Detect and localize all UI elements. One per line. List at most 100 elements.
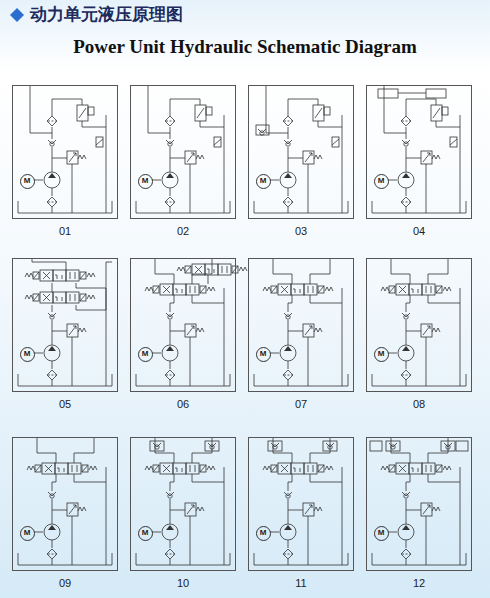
valve-box <box>186 284 199 295</box>
motor-label: M <box>378 529 385 537</box>
hydraulic-line <box>308 465 309 472</box>
valve-box <box>40 270 53 281</box>
hydraulic-line <box>271 443 279 447</box>
hydraulic-line <box>153 286 159 293</box>
motor-circle: M <box>374 174 389 189</box>
bullet-diamond <box>10 8 24 22</box>
hydraulic-line <box>431 286 432 293</box>
panel-number: 01 <box>13 225 117 237</box>
hydraulic-line <box>288 99 318 116</box>
panel-schematic <box>370 437 468 565</box>
hydraulic-line <box>197 108 204 118</box>
hydraulic-line <box>52 474 56 491</box>
schematic-panel: 04M <box>366 85 472 219</box>
hydraulic-line <box>52 540 53 548</box>
hydraulic-line <box>381 466 389 470</box>
valve-box <box>53 270 66 281</box>
hydraulic-line <box>55 275 57 279</box>
hydraulic-line <box>254 201 348 213</box>
hydraulic-line <box>43 294 50 301</box>
valve-box <box>291 284 304 295</box>
motor-circle: M <box>138 347 153 362</box>
hydraulic-line <box>33 272 39 279</box>
hydraulic-line <box>284 140 292 144</box>
schematic-panel: 10M <box>130 437 236 571</box>
schematic-panel: 06M <box>130 258 236 392</box>
panel-schematic <box>18 437 112 565</box>
motor-circle: M <box>374 347 389 362</box>
pump <box>398 345 414 361</box>
hydraulic-line <box>281 465 288 472</box>
hydraulic-line <box>166 121 174 122</box>
hydraulic-line <box>432 328 440 332</box>
panel-schematic <box>18 85 112 213</box>
gauge <box>332 137 339 147</box>
hydraulic-line <box>283 549 293 559</box>
valve-box <box>66 270 79 281</box>
hydraulic-line <box>165 116 175 126</box>
hydraulic-line <box>283 116 293 126</box>
hydraulic-line <box>288 147 289 172</box>
hydraulic-line <box>52 380 53 386</box>
solenoid <box>185 266 191 273</box>
hydraulic-line <box>288 559 289 565</box>
subtitle: Power Unit Hydraulic Schematic Diagram <box>0 36 490 58</box>
pump <box>280 345 296 361</box>
pump-arrow <box>166 525 174 530</box>
hydraulic-line <box>43 294 50 301</box>
hydraulic-line <box>288 188 289 196</box>
hydraulic-line <box>406 188 407 196</box>
solenoid <box>153 286 159 293</box>
solenoid <box>389 286 395 293</box>
panel-number: 06 <box>131 398 235 410</box>
hydraulic-line <box>309 153 312 156</box>
hydraulic-line <box>443 287 451 291</box>
hydraulic-line <box>45 465 52 472</box>
hydraulic-line <box>166 202 174 203</box>
hydraulic-line <box>69 326 76 335</box>
hydraulic-line <box>34 180 43 181</box>
hydraulic-line <box>326 443 334 447</box>
hydraulic-line <box>153 465 159 472</box>
hydraulic-line <box>332 139 339 145</box>
hydraulic-line <box>313 286 314 293</box>
hydraulic-line <box>426 286 427 293</box>
solenoid <box>82 465 88 472</box>
relief-valve <box>303 324 314 337</box>
pump-arrow <box>166 173 174 178</box>
hydraulic-line <box>293 468 295 472</box>
relief-valve <box>67 151 78 164</box>
hydraulic-line <box>402 492 410 496</box>
valve-box <box>77 105 88 121</box>
hydraulic-line <box>170 158 185 159</box>
valve-box <box>160 284 173 295</box>
hydraulic-line <box>96 139 103 145</box>
hydraulic-line <box>208 443 216 447</box>
hydraulic-line <box>190 337 191 386</box>
hydraulic-line <box>402 313 410 317</box>
solenoid <box>389 465 395 472</box>
motor-label: M <box>24 177 31 185</box>
solenoid <box>324 107 330 115</box>
hydraulic-line <box>195 286 196 293</box>
hydraulic-line <box>35 465 41 472</box>
hydraulic-line <box>69 505 76 514</box>
hydraulic-line <box>402 554 410 555</box>
hydraulic-line <box>427 326 430 329</box>
hydraulic-line <box>381 287 389 291</box>
solenoid <box>318 465 324 472</box>
hydraulic-line <box>47 197 57 207</box>
hydraulic-line <box>450 139 457 145</box>
valve-box <box>422 284 435 295</box>
valve-box <box>291 463 304 474</box>
hydraulic-line <box>288 474 292 491</box>
hydraulic-line <box>170 499 171 524</box>
hydraulic-line <box>78 507 86 511</box>
schematic-panel: 02M <box>130 85 236 219</box>
hydraulic-line <box>76 305 106 310</box>
relief-valve <box>303 503 314 516</box>
pilot-valve <box>456 441 468 451</box>
hydraulic-line <box>78 328 86 332</box>
panel-schematic <box>136 85 230 213</box>
motor-label: M <box>260 350 267 358</box>
